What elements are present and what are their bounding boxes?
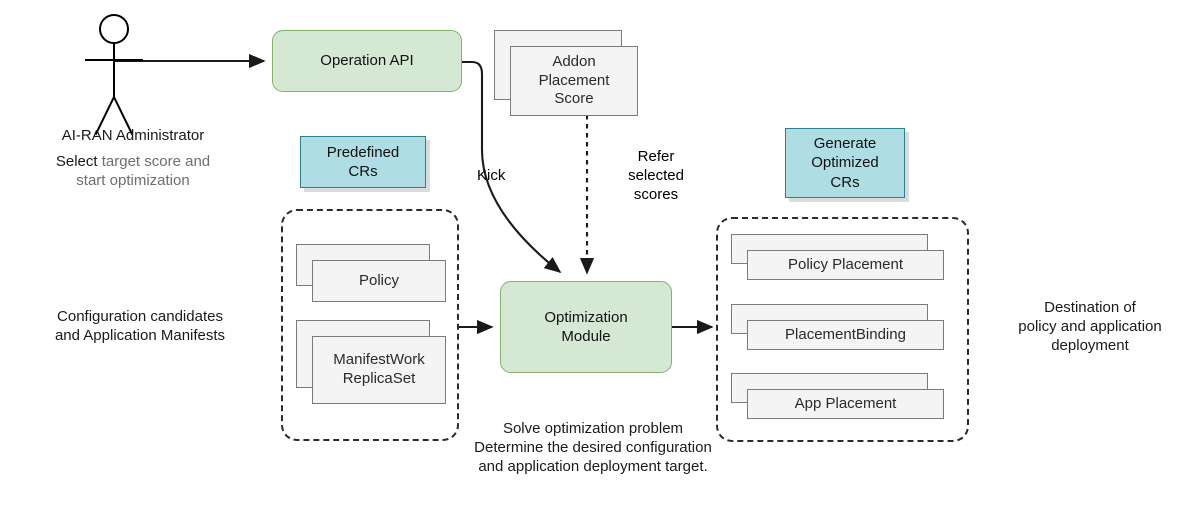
manifestwork-replicaset-sheet-front: ManifestWork ReplicaSet [312,336,446,404]
edge-label-refer-selected-scores: Refer selected scores [628,148,684,204]
policy-sheet-front: Policy [312,260,446,302]
annotation-generate-optimized-crs[interactable]: Generate Optimized CRs [785,128,905,198]
caption-left-configuration-candidates: Configuration candidates and Application… [54,308,226,345]
actor-action-strong: Select [55,153,98,170]
input-cr-item-manifestwork-replicaset[interactable]: ManifestWork ReplicaSet [296,320,446,404]
edge-label-kick: Kick [477,167,506,184]
actor-head-icon [99,14,129,44]
output-cr-item-placementbinding[interactable]: PlacementBinding [731,304,944,350]
actor-body-icon [113,44,116,98]
group-input-crs [281,209,459,441]
output-cr-item-policy-placement[interactable]: Policy Placement [731,234,944,280]
actor-action-label: Select target score and start optimizati… [8,152,258,190]
app-placement-sheet-front: App Placement [747,389,944,419]
actor-action-rest: target score and start optimization [76,153,211,190]
group-output-crs [716,217,969,442]
addon-placement-score-sheet-front: Addon Placement Score [510,46,638,116]
actor-stick-figure [83,14,145,144]
input-cr-item-policy[interactable]: Policy [296,244,446,302]
process-operation-api[interactable]: Operation API [272,30,462,92]
process-optimization-module[interactable]: Optimization Module [500,281,672,373]
output-cr-item-app-placement[interactable]: App Placement [731,373,944,419]
policy-placement-sheet-front: Policy Placement [747,250,944,280]
caption-right-destination: Destination of policy and application de… [1018,299,1162,355]
placementbinding-sheet-front: PlacementBinding [747,320,944,350]
annotation-predefined-crs[interactable]: Predefined CRs [300,136,426,188]
caption-center-solve-optimization: Solve optimization problem Determine the… [474,420,712,476]
addon-placement-score-stack[interactable]: Addon Placement Score [494,30,638,116]
actor-name-label: AI-RAN Administrator [61,127,205,144]
